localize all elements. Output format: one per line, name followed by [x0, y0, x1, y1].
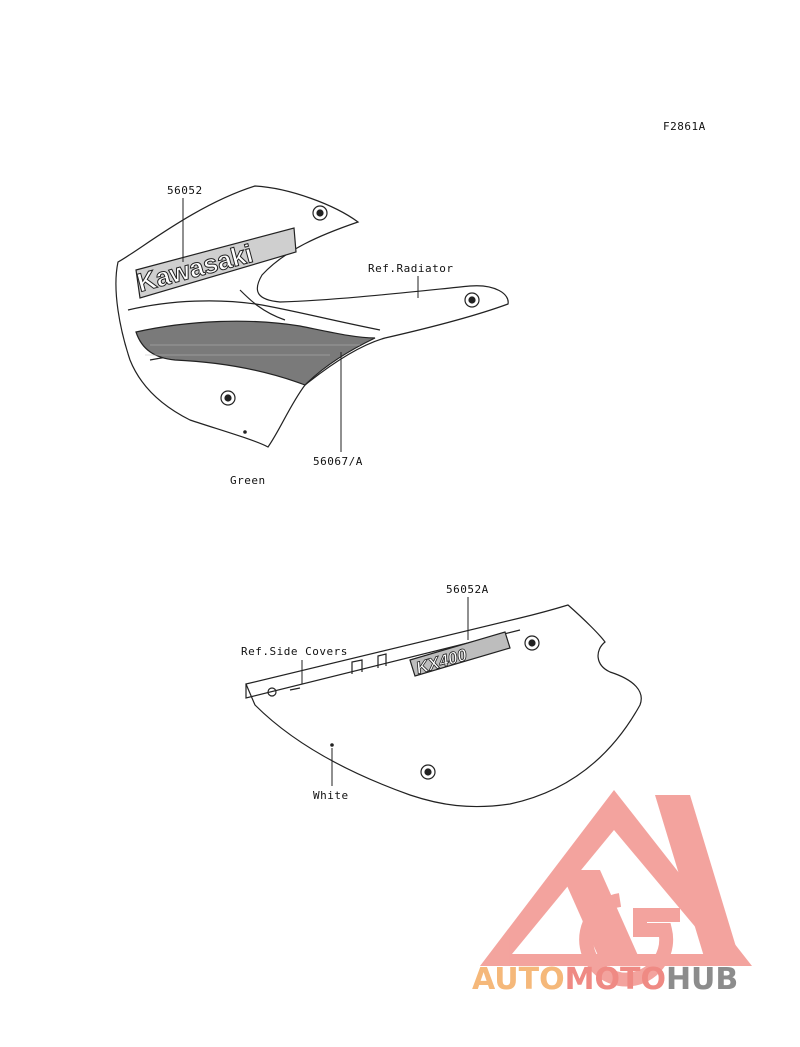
callout-ref-radiator: Ref.Radiator — [368, 262, 454, 275]
radiator-shroud — [115, 185, 509, 448]
callout-56052a: 56052A — [446, 583, 489, 596]
figure-code: F2861A — [663, 120, 706, 133]
callout-white: White — [313, 789, 349, 802]
leader-lines-side — [301, 597, 469, 786]
watermark-moto: MOTO — [564, 962, 666, 997]
callout-ref-side-covers: Ref.Side Covers — [241, 645, 348, 658]
callout-56067a: 56067/A — [313, 455, 363, 468]
watermark-auto: AUTO — [472, 962, 565, 997]
watermark-hub: HUB — [665, 962, 739, 997]
side-cover — [245, 604, 642, 808]
watermark-logo-icon — [480, 790, 752, 987]
callout-56052: 56052 — [167, 184, 203, 197]
watermark-text: AUTOMOTOHUB — [472, 962, 738, 997]
callout-green: Green — [230, 474, 266, 487]
leader-lines-shroud — [182, 198, 419, 452]
